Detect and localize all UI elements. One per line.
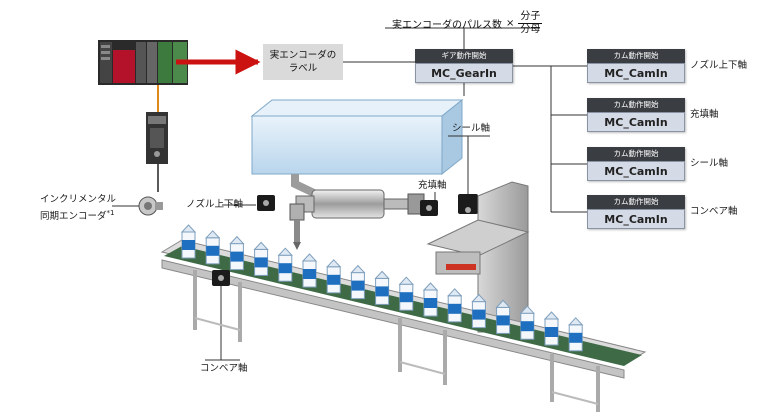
carton xyxy=(301,253,318,288)
formula-denominator: 分母 xyxy=(520,23,541,35)
seal-axis-label: シール軸 xyxy=(452,123,491,134)
connector-lines xyxy=(343,27,587,213)
cam-in-block-conveyor: カム動作開始 MC_CamIn xyxy=(587,195,685,229)
cam-in-header: カム動作開始 xyxy=(587,49,685,63)
nozzle-motor xyxy=(257,195,275,211)
carton xyxy=(229,235,245,271)
cam-in-block-fill: カム動作開始 MC_CamIn xyxy=(587,98,685,132)
encoder-label-bottom: 同期エンコーダ*1 xyxy=(40,207,114,223)
carton xyxy=(253,241,269,276)
cam-in-header: カム動作開始 xyxy=(587,195,685,209)
cam-in-name: MC_CamIn xyxy=(587,112,685,132)
encoder-label-box: 実エンコーダの ラベル xyxy=(263,44,343,80)
carton xyxy=(568,317,584,352)
cam-in-name: MC_CamIn xyxy=(587,63,685,83)
carton xyxy=(180,224,197,259)
cam-in-header: カム動作開始 xyxy=(587,147,685,161)
conveyor-legs xyxy=(193,270,600,412)
filling-tank xyxy=(250,98,464,176)
carton xyxy=(398,276,414,311)
supply-pipe xyxy=(291,174,318,198)
plc-unit xyxy=(98,40,188,85)
cam-in-block-seal: カム動作開始 MC_CamIn xyxy=(587,147,685,181)
sealing-station xyxy=(426,181,530,333)
carton xyxy=(326,259,342,294)
gear-in-name: MC_GearIn xyxy=(415,63,513,83)
cam-axis-label-seal: シール軸 xyxy=(690,158,729,169)
carton xyxy=(447,288,463,323)
formula-prefix: 実エンコーダのパルス数 xyxy=(392,19,502,31)
carton xyxy=(543,311,560,346)
carton xyxy=(374,270,390,305)
machine-leaders xyxy=(205,135,490,361)
carton xyxy=(422,282,439,317)
filling-cylinder xyxy=(295,189,425,219)
fill-axis-label: 充填軸 xyxy=(418,180,447,191)
gear-in-block: ギア動作開始 MC_GearIn xyxy=(415,49,513,83)
carton xyxy=(205,230,221,265)
nozzle-axis-label: ノズル上下軸 xyxy=(186,199,244,210)
carton xyxy=(350,264,366,300)
nozzle xyxy=(289,203,305,250)
seal-motor xyxy=(458,194,478,214)
cam-axis-label-conveyor: コンベア軸 xyxy=(690,206,738,217)
gear-ratio-formula: 実エンコーダのパルス数 × 分子 分母 xyxy=(392,10,543,36)
formula-fraction: 分子 分母 xyxy=(518,10,543,36)
encoder-label-line1: 実エンコーダの xyxy=(269,50,337,61)
cam-axis-label-fill: 充填軸 xyxy=(690,109,719,120)
cam-in-name: MC_CamIn xyxy=(587,209,685,229)
cam-in-header: カム動作開始 xyxy=(587,98,685,112)
incremental-encoder xyxy=(138,196,163,216)
encoder-label-top: インクリメンタル xyxy=(40,194,117,205)
carton xyxy=(495,299,511,334)
servo-amplifier xyxy=(146,112,168,164)
conveyor-braces xyxy=(194,317,599,405)
cam-in-block-nozzle: カム動作開始 MC_CamIn xyxy=(587,49,685,83)
carton xyxy=(471,293,487,329)
conveyor-motor xyxy=(212,270,230,286)
encoder-label-text: 同期エンコーダ xyxy=(40,211,107,223)
formula-numerator: 分子 xyxy=(518,10,543,24)
conveyor-axis-label: コンベア軸 xyxy=(200,363,248,374)
carton xyxy=(519,305,535,340)
encoder-label-line2: ラベル xyxy=(288,63,318,74)
cartons xyxy=(180,224,584,352)
formula-times: × xyxy=(506,17,515,29)
encoder-footnote: *1 xyxy=(106,209,115,217)
gear-in-header: ギア動作開始 xyxy=(415,49,513,63)
cam-in-name: MC_CamIn xyxy=(587,161,685,181)
carton xyxy=(277,247,293,282)
cam-axis-label-nozzle: ノズル上下軸 xyxy=(690,60,748,71)
fill-motor xyxy=(420,200,438,216)
